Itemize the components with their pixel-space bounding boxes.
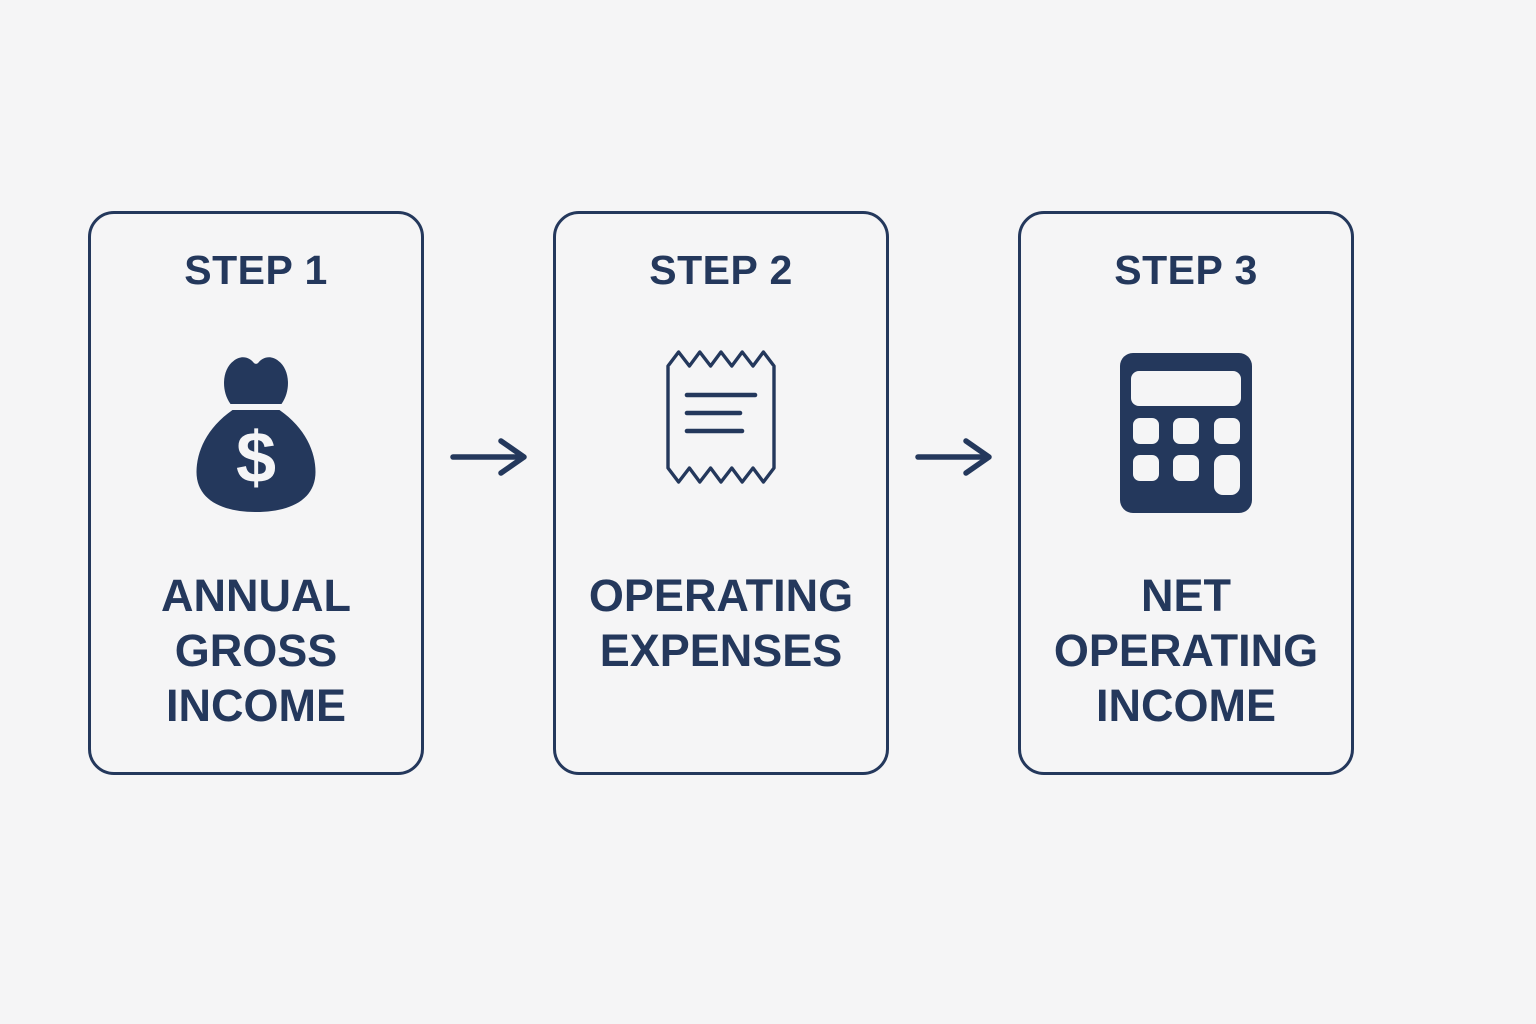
calculator-icon [1120, 353, 1252, 513]
receipt-icon [666, 350, 776, 484]
step-2-title: OPERATING EXPENSES [588, 570, 854, 676]
step-3-title: NET OPERATING INCOME [1053, 570, 1319, 731]
step-2-label: STEP 2 [649, 247, 793, 293]
step-3-label: STEP 3 [1114, 247, 1258, 293]
money-bag-icon: $ [196, 357, 316, 512]
step-card-1: STEP 1 $ ANNUAL GROSS INCOME [88, 211, 424, 775]
step-card-2: STEP 2 OPERATING EXPENSES [553, 211, 889, 775]
step-1-title: ANNUAL GROSS INCOME [161, 570, 351, 731]
svg-text:$: $ [236, 418, 276, 498]
connector-1 [424, 431, 553, 483]
step-1-label: STEP 1 [184, 247, 328, 293]
process-flow: STEP 1 $ ANNUAL GROSS INCOME STEP 2 OP [88, 211, 1354, 775]
arrow-right-icon [914, 438, 992, 476]
connector-2 [889, 431, 1018, 483]
step-card-3: STEP 3 NET OPERATING INCOME [1018, 211, 1354, 775]
arrow-right-icon [449, 438, 527, 476]
